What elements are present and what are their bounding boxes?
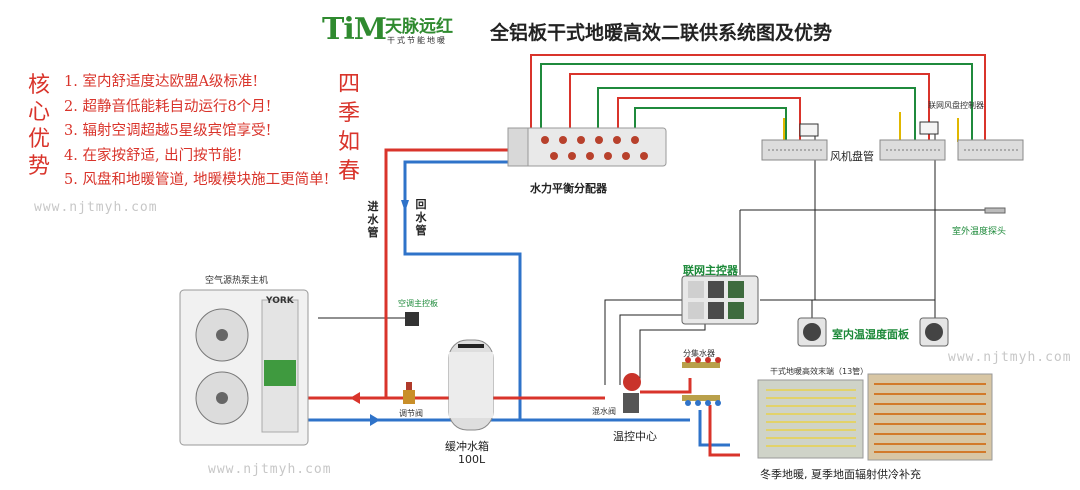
return-pipe-label: 回水管 (415, 198, 427, 237)
buffer-tank (448, 339, 494, 431)
network-controller (681, 275, 759, 325)
manifold-label: 分集水器 (683, 349, 715, 358)
advantage-item: 3. 辐射空调超越5星级宾馆享受! (64, 123, 272, 139)
logo-subtitle: 干式节能地暖 (387, 36, 447, 45)
page-title: 全铝板干式地暖高效二联供系统图及优势 (490, 22, 833, 44)
heat-pump-brand: YORK (266, 296, 294, 306)
heat-pump-unit (179, 289, 309, 446)
advantage-item: 1. 室内舒适度达欧盟A级标准! (64, 74, 259, 90)
advantage-item: 4. 在家按舒适, 出门按节能! (64, 147, 243, 164)
advantage-item: 5. 风盘和地暖管道, 地暖模块施工更简单! (64, 172, 330, 188)
ac-controller-device (405, 312, 419, 326)
supply-pipe-label: 进水管 (367, 200, 379, 239)
floor-caption: 冬季地暖, 夏季地面辐射供冷补充 (760, 468, 921, 481)
temp-control-center (623, 373, 641, 413)
manifold (682, 357, 721, 406)
logo-mark: TiM (322, 12, 387, 47)
watermark: www.njtmyh.com (208, 462, 332, 477)
distributor-label: 水力平衡分配器 (530, 182, 607, 195)
watermark: www.njtmyh.com (34, 200, 158, 215)
logo-name: 天脉远红 (385, 17, 453, 37)
buffer-tank-volume: 100L (458, 453, 486, 466)
season-heading: 四季如春 (338, 72, 361, 184)
floor-module-label: 干式地暖高效末端（13管） (770, 367, 869, 376)
outdoor-sensor (984, 207, 1006, 214)
mix-valve-label: 混水阀 (592, 407, 616, 416)
valve-label: 调节阀 (399, 409, 423, 418)
distributor (507, 127, 667, 167)
fan-coil-signal-lines (530, 54, 986, 145)
advantages-heading: 核心优势 (28, 73, 51, 179)
indoor-panel-label: 室内温湿度面板 (832, 328, 909, 341)
pipes (305, 148, 740, 457)
floor-modules (757, 373, 993, 461)
network-controller-label: 联网主控器 (683, 264, 738, 277)
watermark: www.njtmyh.com (948, 350, 1072, 365)
temp-center-label: 温控中心 (613, 430, 657, 443)
regulating-valve (403, 382, 415, 404)
fan-coil-label: 风机盘管 (830, 150, 874, 163)
supply-pipe (305, 148, 510, 400)
ac-controller-label: 空调主控板 (398, 299, 438, 308)
outdoor-sensor-label: 室外温度探头 (952, 227, 1007, 237)
heat-pump-label: 空气源热泵主机 (205, 276, 269, 286)
advantage-item: 2. 超静音低能耗自动运行8个月! (64, 98, 272, 115)
fan-coil-controller-label: 联网风盘控制器 (928, 101, 984, 110)
indoor-panels (797, 317, 949, 347)
advantages-list: 1. 室内舒适度达欧盟A级标准! 2. 超静音低能耗自动运行8个月! 3. 辐射… (64, 70, 330, 193)
buffer-tank-label: 缓冲水箱 (445, 440, 489, 453)
fan-coil-units (761, 121, 1024, 161)
